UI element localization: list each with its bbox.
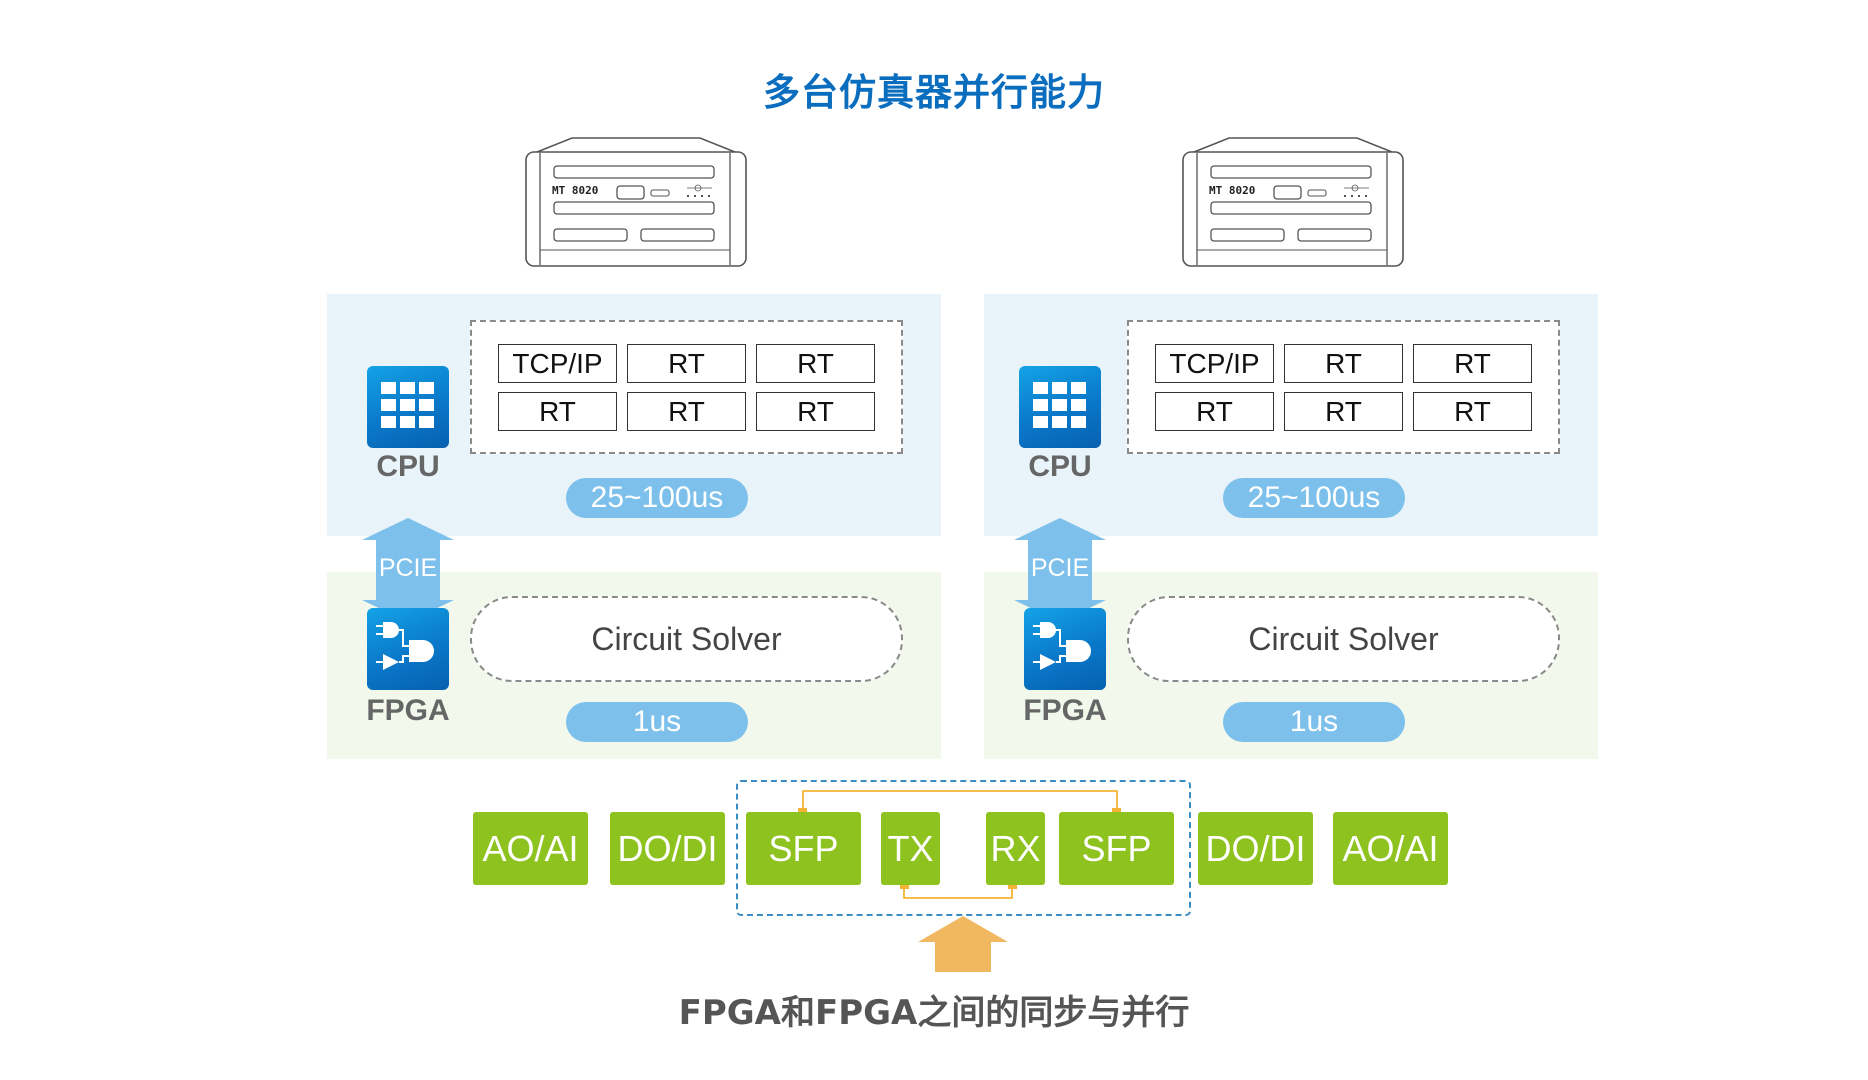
circuit-solver-module: Circuit Solver [470, 596, 903, 682]
cpu-grid-icon [367, 366, 449, 448]
cpu-latency-badge: 25~100us [1223, 478, 1405, 518]
io-block-ao-ai: AO/AI [1333, 812, 1448, 885]
task-cell: RT [1284, 344, 1403, 383]
fpga-latency-badge: 1us [566, 702, 748, 742]
cpu-grid-icon [1019, 366, 1101, 448]
task-cell: TCP/IP [1155, 344, 1274, 383]
cpu-task-group: TCP/IP RT RT RT RT RT [1127, 320, 1560, 454]
txrx-link-line [903, 884, 1013, 899]
cpu-label: CPU [1028, 450, 1092, 483]
pcie-label: PCIE [1030, 554, 1090, 582]
task-cell: RT [498, 392, 617, 431]
cpu-latency-badge: 25~100us [566, 478, 748, 518]
pcie-label: PCIE [378, 554, 438, 582]
task-cell: RT [1413, 392, 1532, 431]
task-cell: RT [756, 344, 875, 383]
io-block-rx: RX [986, 812, 1045, 885]
logic-gates-icon [1024, 608, 1106, 690]
io-block-tx: TX [881, 812, 940, 885]
task-cell: RT [756, 392, 875, 431]
io-block-sfp: SFP [746, 812, 861, 885]
diagram-title: 多台仿真器并行能力 [763, 71, 1105, 114]
server-model-label: MT 8020 [552, 184, 599, 197]
rack-server-icon: MT 8020 [1181, 136, 1405, 268]
sync-caption: FPGA和FPGA之间的同步与并行 [678, 993, 1190, 1033]
io-block-ao-ai: AO/AI [473, 812, 588, 885]
cpu-label: CPU [376, 450, 440, 483]
fpga-label: FPGA [366, 694, 450, 727]
task-cell: RT [1155, 392, 1274, 431]
task-cell: RT [627, 344, 746, 383]
sfp-link-line [802, 790, 1118, 812]
up-arrow-icon [918, 916, 1008, 972]
rack-server-icon: MT 8020 [524, 136, 748, 268]
fpga-sync-group [736, 780, 1191, 916]
task-cell: RT [1284, 392, 1403, 431]
circuit-solver-module: Circuit Solver [1127, 596, 1560, 682]
task-cell: RT [1413, 344, 1532, 383]
double-arrow-icon: PCIE [1012, 518, 1108, 622]
io-block-do-di: DO/DI [610, 812, 725, 885]
fpga-latency-badge: 1us [1223, 702, 1405, 742]
task-cell: RT [627, 392, 746, 431]
task-cell: TCP/IP [498, 344, 617, 383]
fpga-label: FPGA [1023, 694, 1107, 727]
cpu-task-group: TCP/IP RT RT RT RT RT [470, 320, 903, 454]
double-arrow-icon: PCIE [360, 518, 456, 622]
io-block-sfp: SFP [1059, 812, 1174, 885]
io-block-do-di: DO/DI [1198, 812, 1313, 885]
logic-gates-icon [367, 608, 449, 690]
server-model-label: MT 8020 [1209, 184, 1256, 197]
